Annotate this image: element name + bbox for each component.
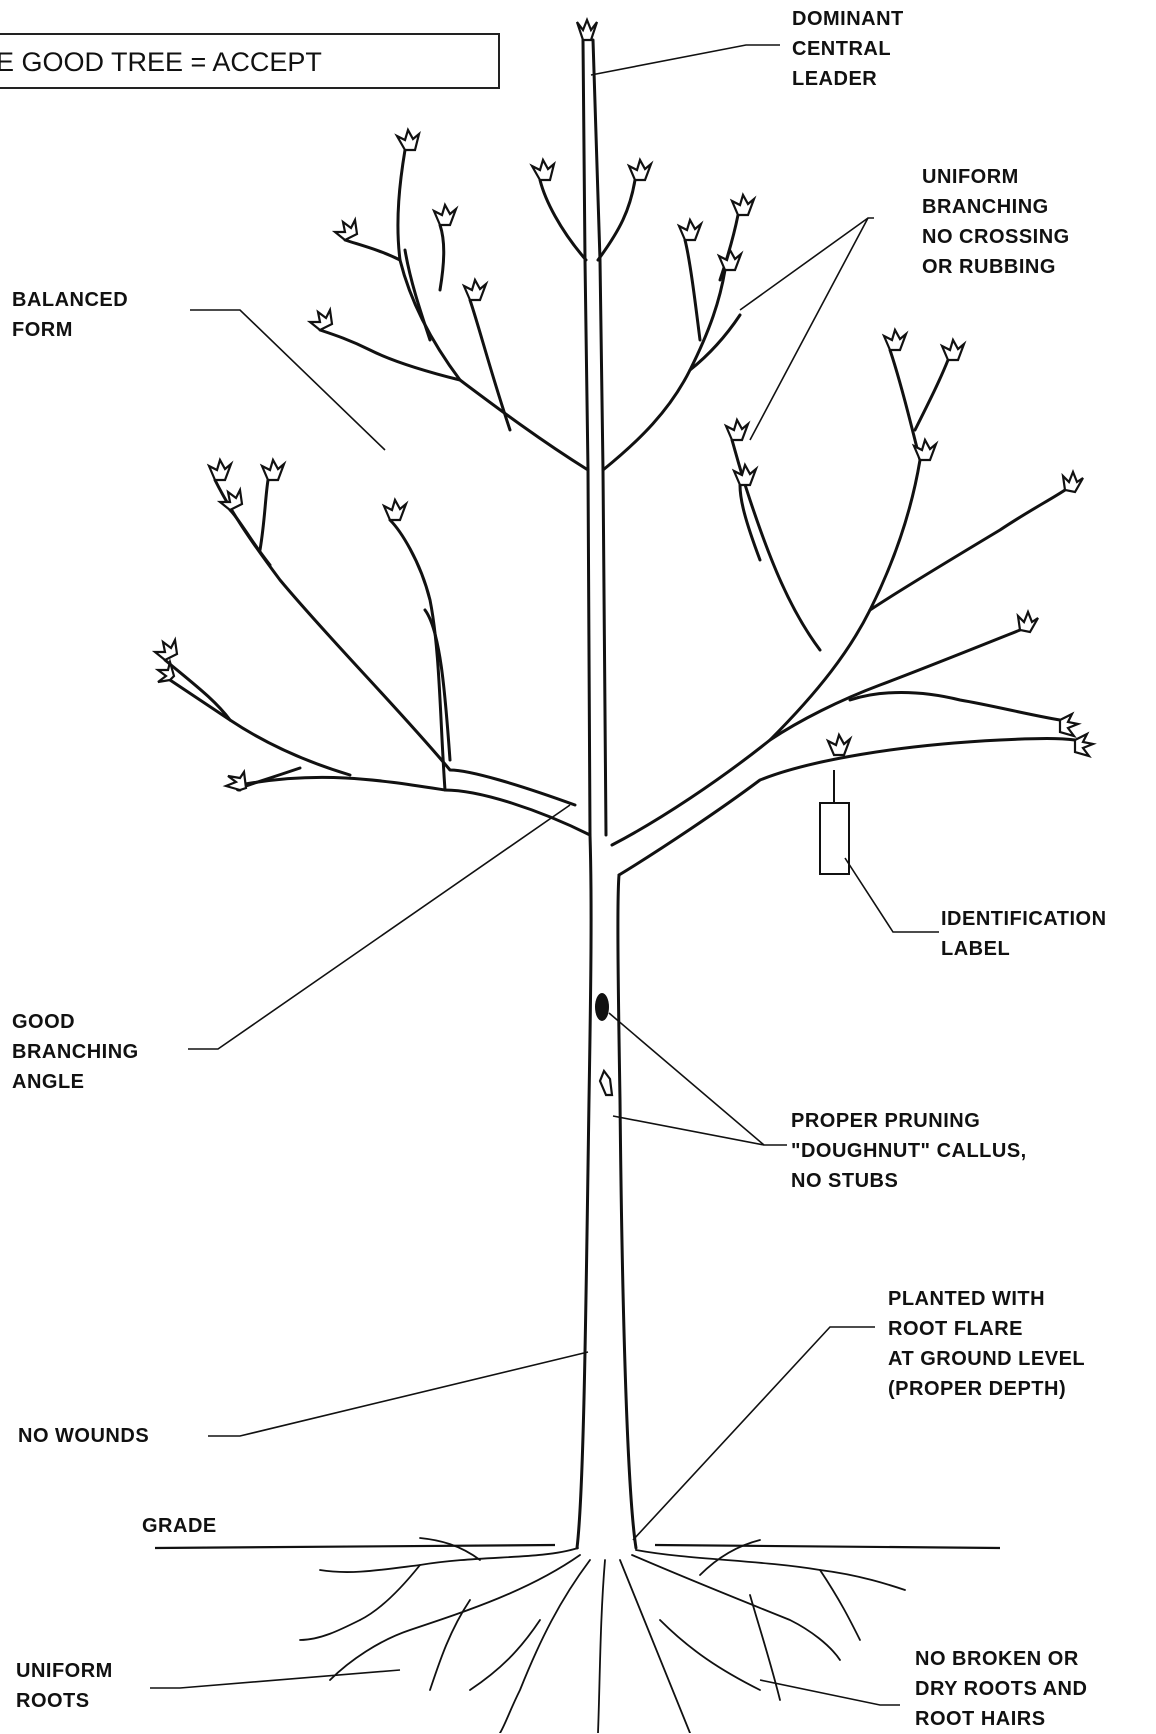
label-good-branching-angle: GOOD BRANCHING ANGLE	[12, 1007, 139, 1097]
label-planted-with: PLANTED WITH ROOT FLARE AT GROUND LEVEL …	[888, 1284, 1085, 1404]
label-identification-label: IDENTIFICATION LABEL	[941, 904, 1107, 964]
leader-left	[583, 40, 590, 835]
label-no-wounds: NO WOUNDS	[18, 1421, 149, 1451]
title-text: E GOOD TREE = ACCEPT	[0, 47, 322, 77]
trunk-left	[577, 835, 591, 1548]
label-no-broken-roots: NO BROKEN OR DRY ROOTS AND ROOT HAIRS	[915, 1644, 1087, 1734]
label-proper-pruning: PROPER PRUNING "DOUGHNUT" CALLUS, NO STU…	[791, 1106, 1027, 1196]
trunk-right	[618, 875, 636, 1548]
label-uniform-roots: UNIFORM ROOTS	[16, 1656, 113, 1716]
root-system	[300, 1538, 905, 1733]
title-box: E GOOD TREE = ACCEPT	[0, 33, 500, 89]
left-scaffold	[240, 777, 590, 835]
label-balanced-form: BALANCED FORM	[12, 285, 128, 345]
label-grade: GRADE	[142, 1511, 217, 1541]
leader-right	[593, 40, 606, 835]
label-dominant-central-leader: DOMINANT CENTRAL LEADER	[792, 4, 904, 94]
label-uniform-branching: UNIFORM BRANCHING NO CROSSING OR RUBBING	[922, 162, 1070, 282]
